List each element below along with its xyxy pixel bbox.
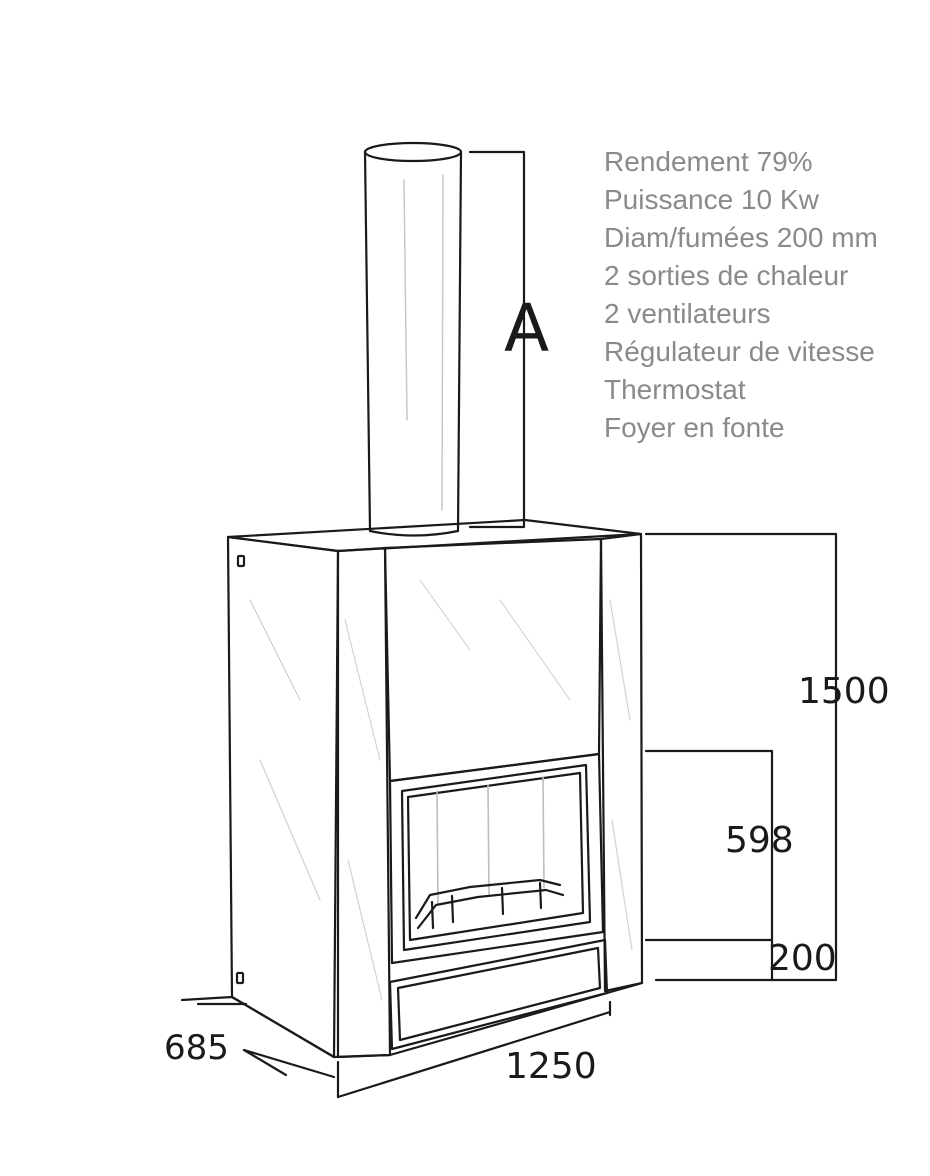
front-right-pillar [599,532,644,993]
base-height-label: 200 [768,938,837,979]
flue-height-bracket [468,150,526,529]
fire-door [388,752,605,965]
depth-bracket [180,995,336,1079]
upper-front-panel [383,537,603,783]
stove-left-side [226,535,340,1059]
spec-item: Thermostat [604,374,746,405]
flue-pipe [363,141,463,537]
door-height-label: 598 [725,820,794,861]
ash-drawer [388,938,609,1051]
spec-item: 2 sorties de chaleur [604,260,849,291]
stove-base [230,981,644,1059]
depth-label: 685 [164,1028,229,1068]
total-height-label: 1500 [798,671,890,712]
spec-item: Régulateur de vitesse [604,336,875,367]
door-height-bracket [644,749,774,982]
spec-list: Rendement 79% Puissance 10 Kw Diam/fumée… [604,143,878,447]
spec-item: Foyer en fonte [604,412,785,443]
spec-item: 2 ventilateurs [604,298,771,329]
spec-item: Rendement 79% [604,146,813,177]
width-bracket [336,1000,612,1099]
total-height-bracket [644,532,838,982]
front-left-pillar [336,546,392,1059]
spec-item: Puissance 10 Kw [604,184,819,215]
flue-height-label: A [504,290,550,367]
width-label: 1250 [505,1046,597,1087]
spec-item: Diam/fumées 200 mm [604,222,878,253]
